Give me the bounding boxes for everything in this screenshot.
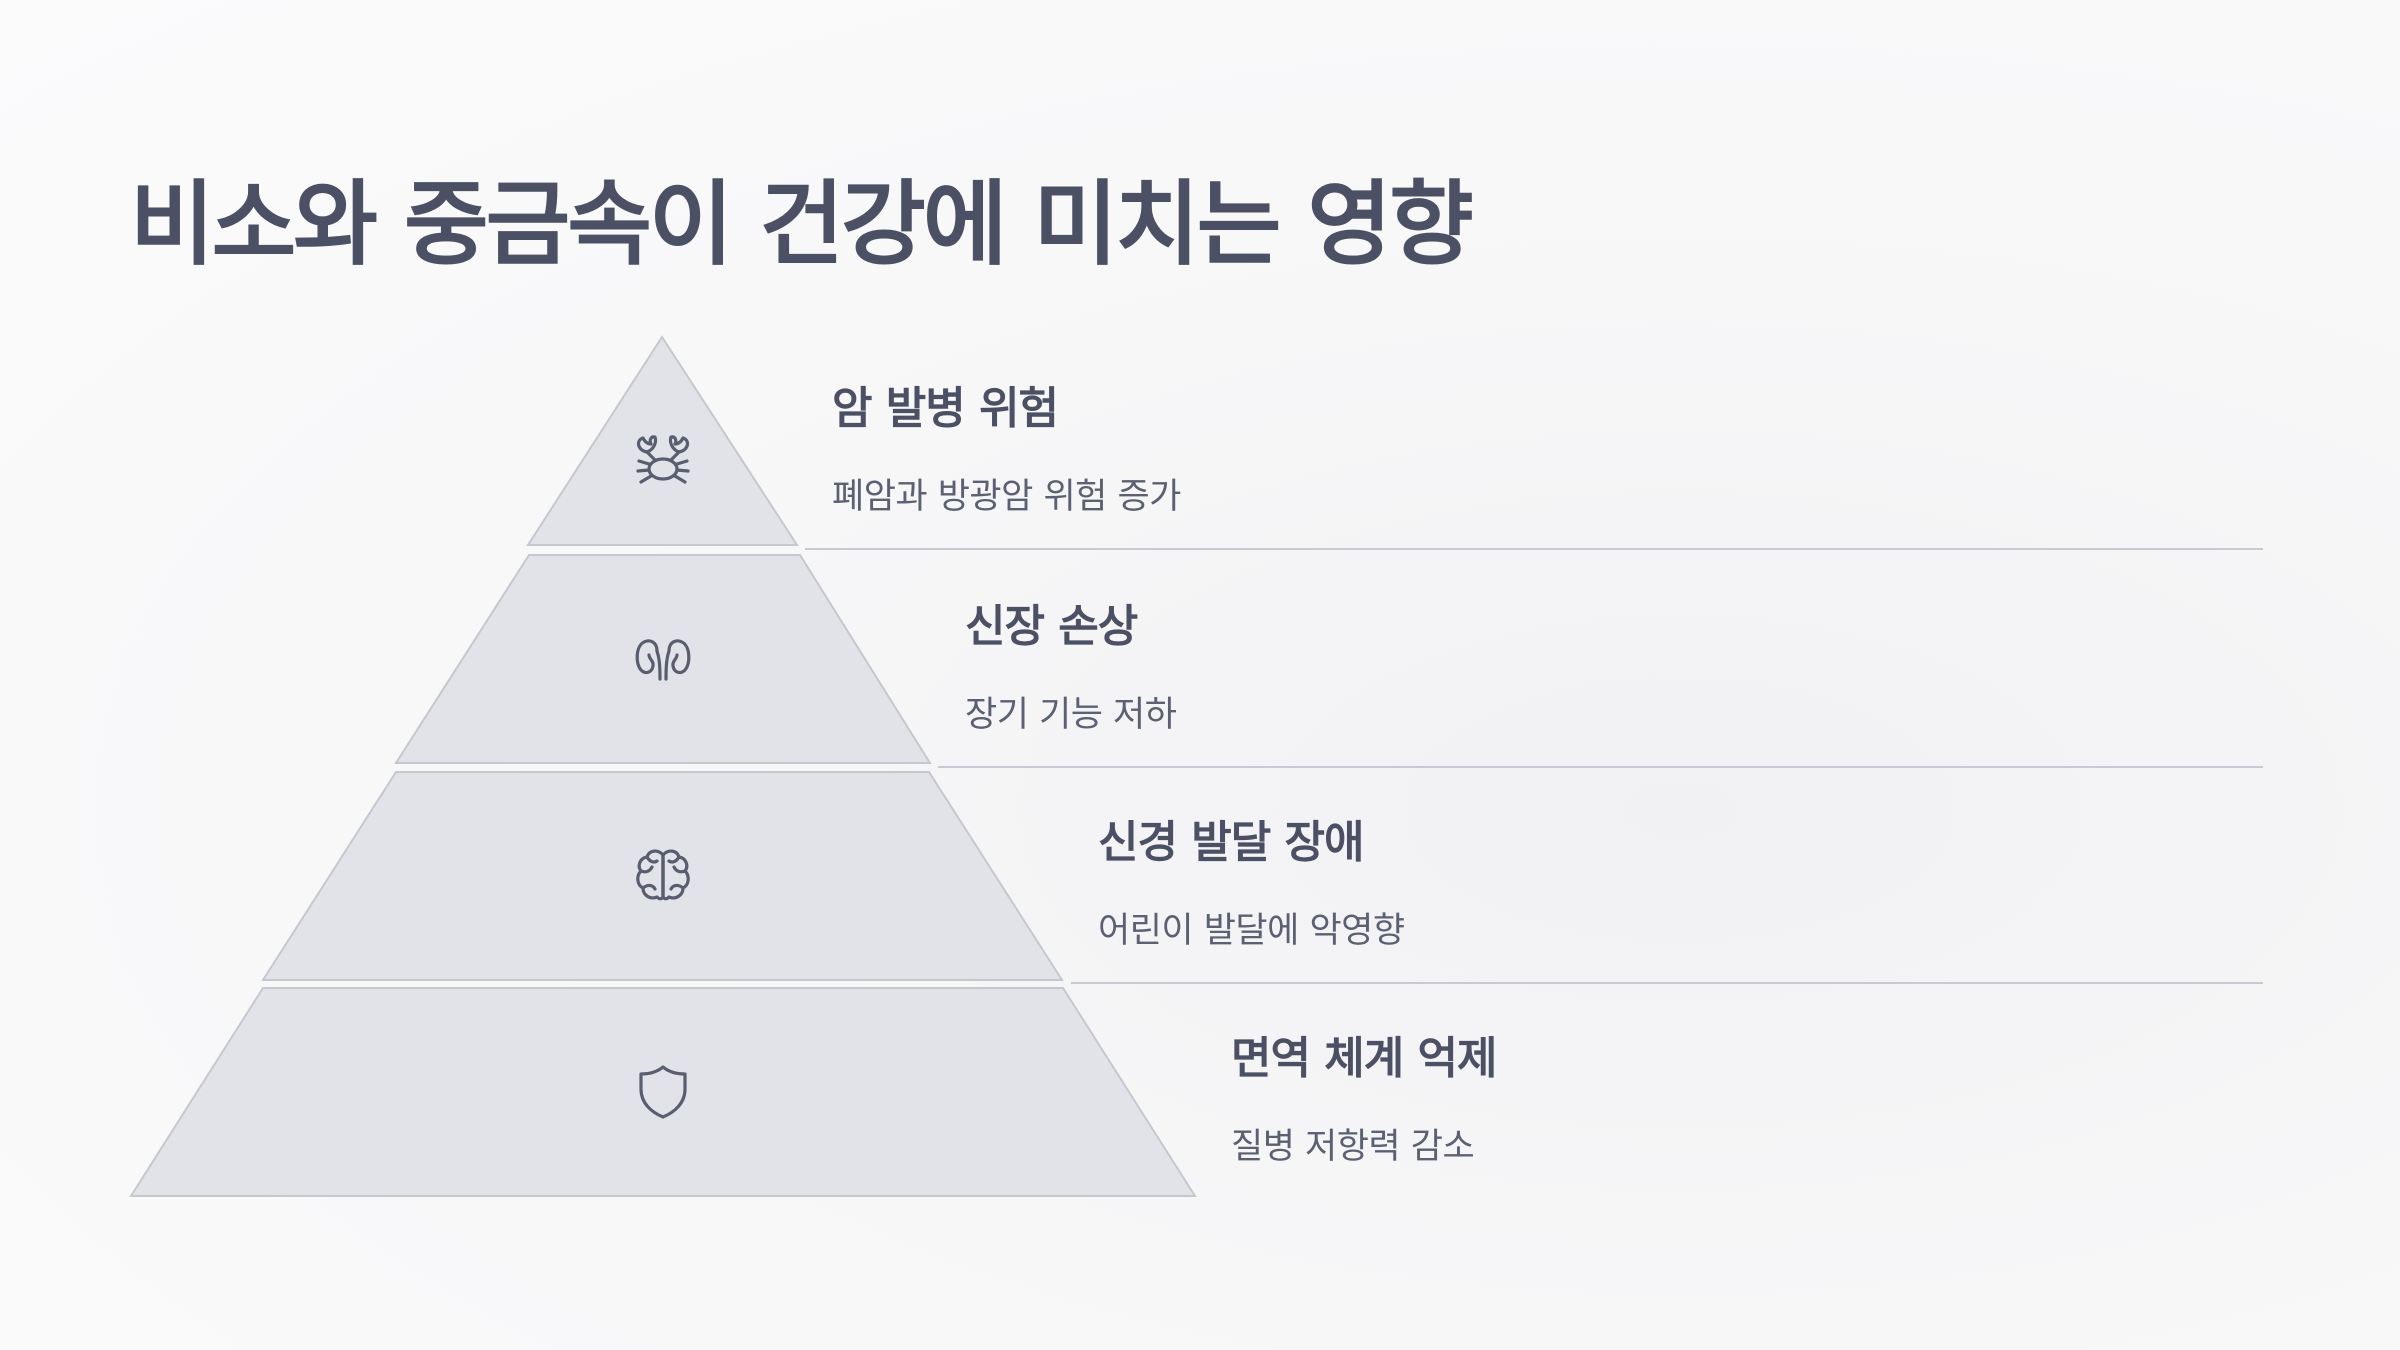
level-kidney-text: 신장 손상 장기 기능 저하 — [965, 590, 1177, 737]
pyramid-segment-2 — [394, 554, 932, 764]
level-neuro-text: 신경 발달 장애 어린이 발달에 악영향 — [1098, 806, 1405, 953]
level-description: 어린이 발달에 악영향 — [1098, 911, 1405, 951]
level-immune-text: 면역 체계 억제 질병 저항력 감소 — [1231, 1022, 1498, 1169]
crab-icon — [636, 435, 690, 484]
level-description: 장기 기능 저하 — [965, 695, 1177, 735]
level-cancer-text: 암 발병 위험 폐암과 방광암 위험 증가 — [832, 372, 1181, 519]
shield-icon — [639, 1065, 687, 1119]
brain-icon — [636, 849, 690, 901]
kidney-icon — [635, 639, 691, 681]
pyramid-segment-top — [526, 335, 799, 546]
page-title: 비소와 중금속이 건강에 미치는 영향 — [130, 171, 1474, 278]
level-title: 신경 발달 장애 — [1098, 817, 1365, 868]
pyramid-segment-bottom — [129, 987, 1197, 1197]
level-title: 신장 손상 — [965, 601, 1138, 652]
level-title: 면역 체계 억제 — [1231, 1033, 1498, 1084]
level-title: 암 발병 위험 — [832, 383, 1059, 434]
level-description: 폐암과 방광암 위험 증가 — [832, 477, 1181, 517]
level-description: 질병 저항력 감소 — [1231, 1127, 1475, 1167]
